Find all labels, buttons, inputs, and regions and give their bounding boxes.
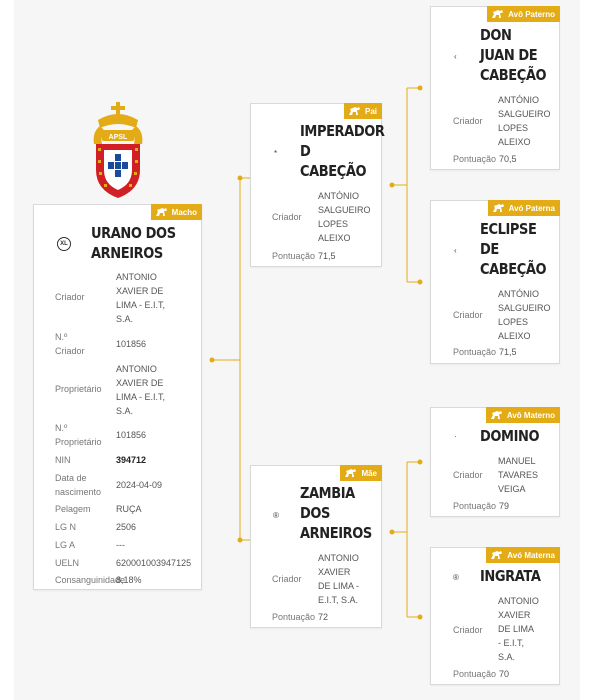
maternal-granddam-score-label: Pontuação [453,669,497,679]
xl-brand-icon: XL [57,237,71,251]
field-label-lg-a: LG A [55,540,76,550]
gender-badge: Macho [150,204,202,220]
horse-icon [491,551,503,559]
paternal-granddam-score-label: Pontuação [453,347,497,357]
paternal-granddam-breeder-label: Criador [453,310,483,320]
field-value-lg-a: --- [116,540,125,550]
paternal-grandsire-brand-mark: ‹ [454,52,457,61]
maternal-grandsire-badge-label: Avô Materno [506,410,555,420]
maternal-granddam-badge: Avó Materna [486,547,560,563]
field-value-lg-n: 2506 [116,522,137,532]
field-label-inbreeding: Consanguinidade [55,575,126,585]
paternal-grandsire-badge-label: Avô Paterno [508,9,555,19]
field-label-ueln: UELN [55,558,80,568]
dam-breeder-label: Criador [272,574,302,584]
sire-score-value: 71,5 [318,251,336,261]
horse-icon [492,204,504,212]
maternal-grandsire-breeder-label: Criador [453,470,483,480]
apsl-coat-of-arms-logo: APSL [88,100,148,200]
field-value-owner-number: 101856 [116,430,147,440]
paternal-grandsire-score-value: 70,5 [499,154,517,164]
maternal-granddam-name[interactable]: INGRATA [480,567,541,585]
horse-icon [155,208,167,216]
maternal-granddam-score-value: 70 [499,669,510,679]
field-label-lg-n: LG N [55,522,77,532]
maternal-grandsire-badge: Avô Materno [485,407,560,423]
maternal-grandsire-score-value: 79 [499,501,510,511]
gender-badge-label: Macho [171,207,197,217]
field-label-coat: Pelagem [55,504,91,514]
dam-brand-mark: ® [273,511,279,520]
horse-icon [490,411,502,419]
sire-breeder-label: Criador [272,212,302,222]
paternal-grandsire-badge: Avô Paterno [487,6,560,22]
field-value-birth-date: 2024-04-09 [116,480,163,490]
maternal-granddam-badge-label: Avó Materna [507,550,555,560]
paternal-grandsire-breeder-label: Criador [453,116,483,126]
maternal-grandsire-name[interactable]: DOMINO [480,427,540,445]
paternal-grandsire-score-label: Pontuação [453,154,497,164]
horse-icon [348,107,360,115]
horse-name[interactable]: URANO DOS ARNEIROS [91,224,176,262]
sire-score-label: Pontuação [272,251,316,261]
field-label-breeder: Criador [55,292,85,302]
horse-icon [345,469,357,477]
maternal-granddam-breeder-label: Criador [453,625,483,635]
field-value-ueln: 620001003947125 [116,558,192,568]
horse-icon [492,10,504,18]
field-value-inbreeding: 8,18% [116,575,142,585]
logo-text: APSL [109,134,128,141]
sire-brand-mark: * [274,149,278,158]
maternal-granddam-brand-mark: ® [453,573,459,582]
field-label-nin: NIN [55,455,71,465]
paternal-granddam-score-value: 71,5 [499,347,517,357]
sire-badge: Pai [343,103,382,119]
field-value-breeder-number: 101856 [116,339,147,349]
horse-card: Macho XL URANO DOS ARNEIROS Criador ANTO… [33,204,202,590]
field-value-coat: RUÇA [116,504,142,514]
paternal-granddam-badge-label: Avó Paterna [508,203,555,213]
maternal-grandsire-brand-mark: · [454,432,457,441]
dam-badge: Mãe [340,465,382,481]
paternal-granddam-badge: Avó Paterna [487,200,560,216]
dam-badge-label: Mãe [361,468,377,478]
field-value-nin: 394712 [116,455,147,465]
dam-score-value: 72 [318,612,329,622]
paternal-granddam-brand-mark: ‹ [454,246,457,255]
sire-badge-label: Pai [364,106,377,116]
maternal-grandsire-score-label: Pontuação [453,501,497,511]
field-label-owner: Proprietário [55,384,102,394]
dam-score-label: Pontuação [272,612,316,622]
